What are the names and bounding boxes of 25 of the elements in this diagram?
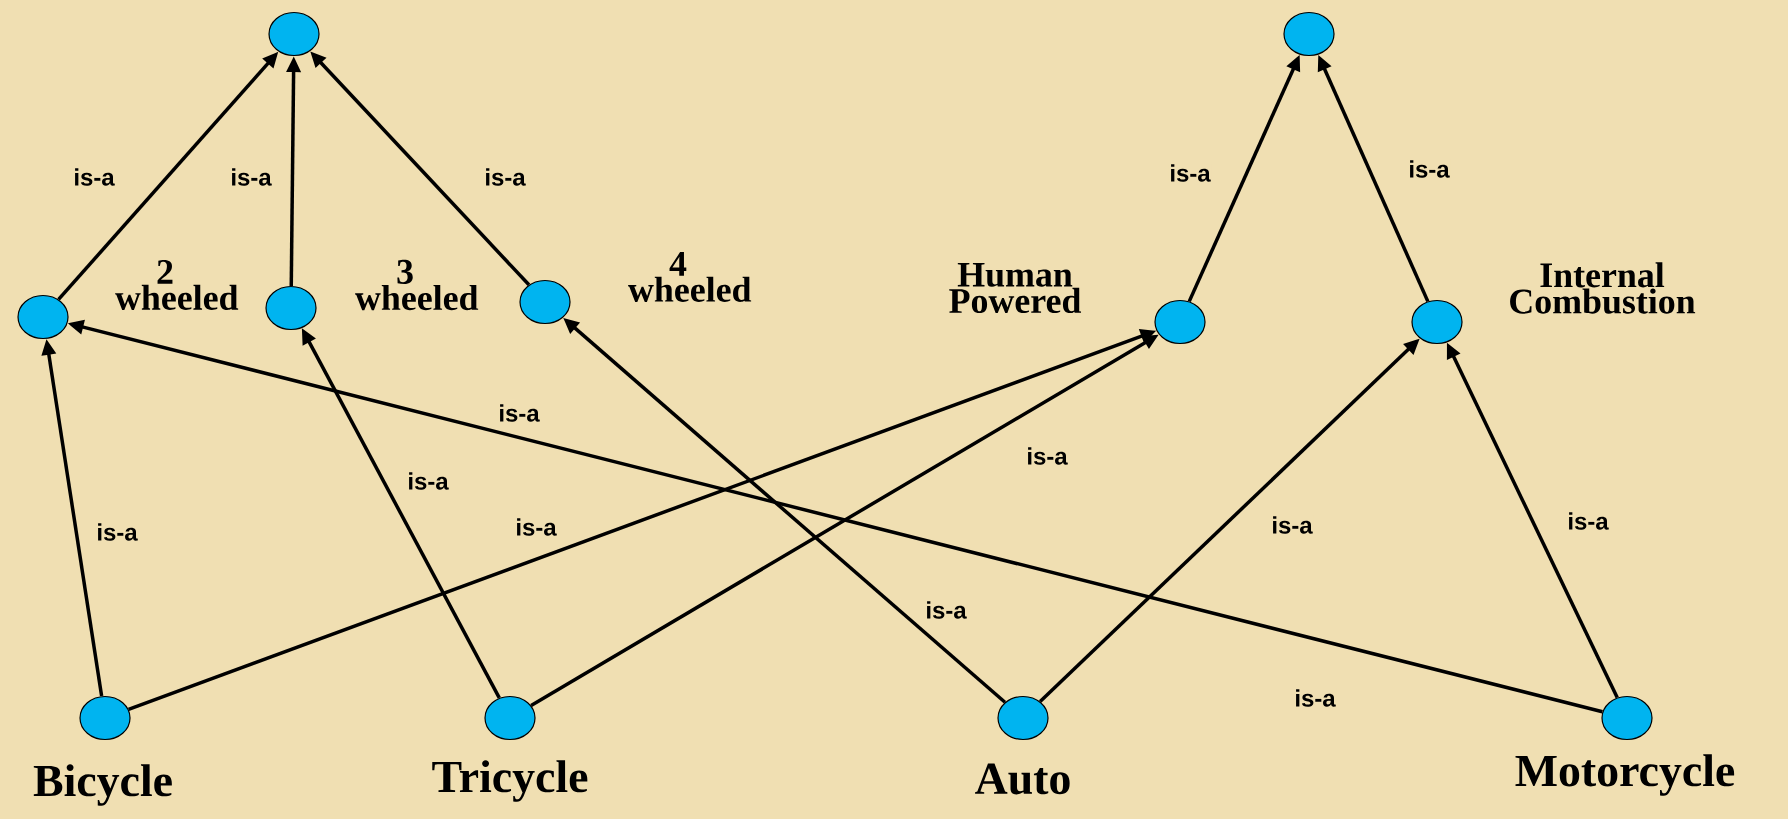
node-label: Tricycle <box>432 760 588 802</box>
line-label: is-a <box>1296 689 1336 707</box>
edge-label: is-a <box>409 472 449 490</box>
node-label: Auto <box>975 763 1070 795</box>
node-label: Bicycle <box>33 764 172 806</box>
node-label: Human Powered <box>949 262 1082 314</box>
edge-label: is-a <box>98 523 138 541</box>
node-label: 3 wheeled <box>355 259 479 311</box>
edge-label: is-a <box>1569 512 1609 530</box>
edge-label: is-a <box>927 601 967 619</box>
edge-label: is-a <box>1410 160 1450 178</box>
edge-label: is-a <box>486 168 526 186</box>
edge-label: is-a <box>517 518 557 536</box>
concept-circle <box>1283 11 1335 57</box>
node-label: Motorcycle <box>1515 754 1735 796</box>
edge-label: is-a <box>75 168 115 186</box>
edge-label: is-a <box>1171 164 1211 182</box>
node-label: Internal Combustion <box>1510 262 1696 314</box>
edge-label: is-a <box>232 168 272 186</box>
edge-label: is-a <box>500 404 540 422</box>
node-label: 2 wheeled <box>115 260 239 310</box>
concept-circle <box>268 11 320 57</box>
node-label: 4 wheeled <box>628 252 752 302</box>
edge-label: is-a <box>1273 516 1313 534</box>
edge-label: is-a <box>1028 447 1068 465</box>
